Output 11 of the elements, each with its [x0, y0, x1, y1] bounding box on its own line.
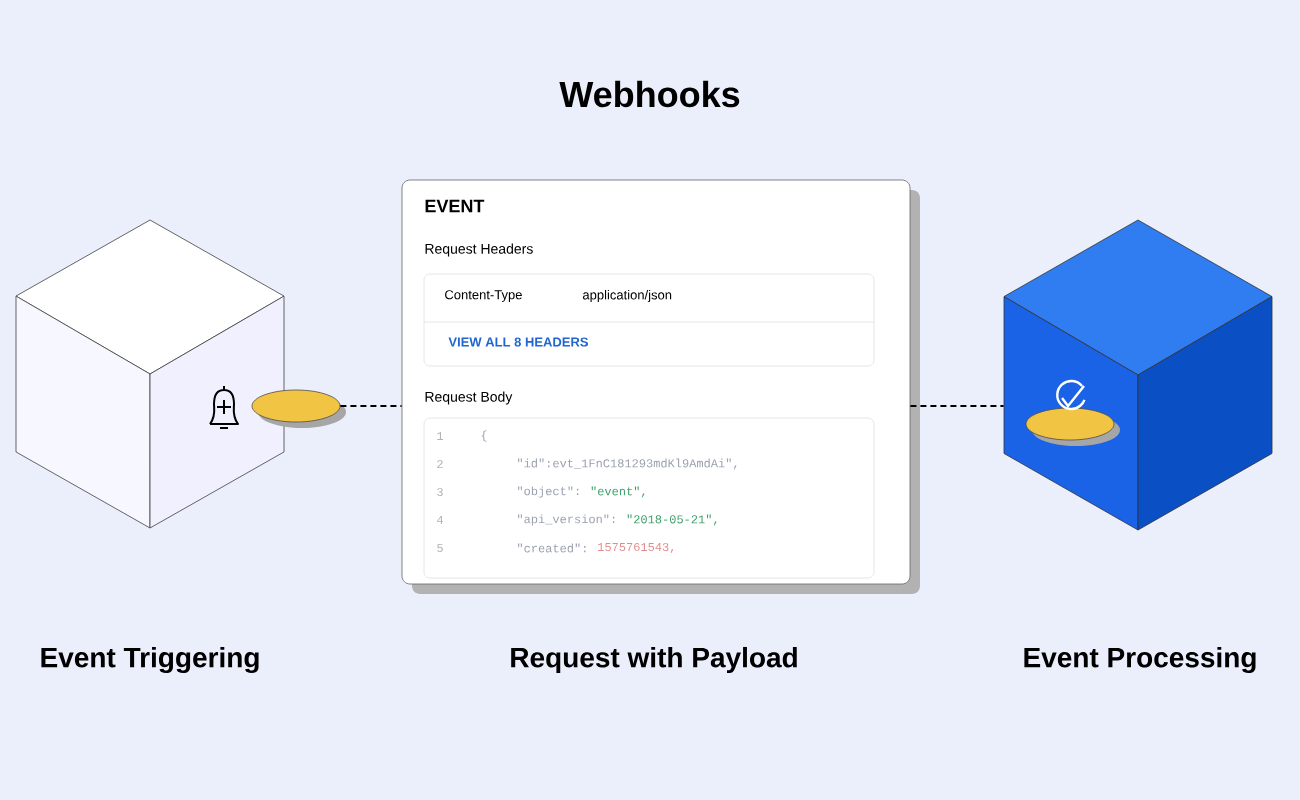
cube	[15, 219, 285, 529]
stage-label: Request with Payload	[511, 646, 797, 674]
disc	[251, 389, 346, 428]
title: Webhooks	[559, 80, 740, 108]
stage-label: Event Triggering	[41, 646, 259, 674]
connector-line	[909, 405, 1005, 407]
card-heading: EVENT	[425, 199, 485, 213]
connector-line	[339, 405, 403, 407]
cube	[1003, 219, 1273, 531]
stage-label: Event Processing	[1024, 646, 1256, 674]
disc	[1025, 407, 1120, 446]
